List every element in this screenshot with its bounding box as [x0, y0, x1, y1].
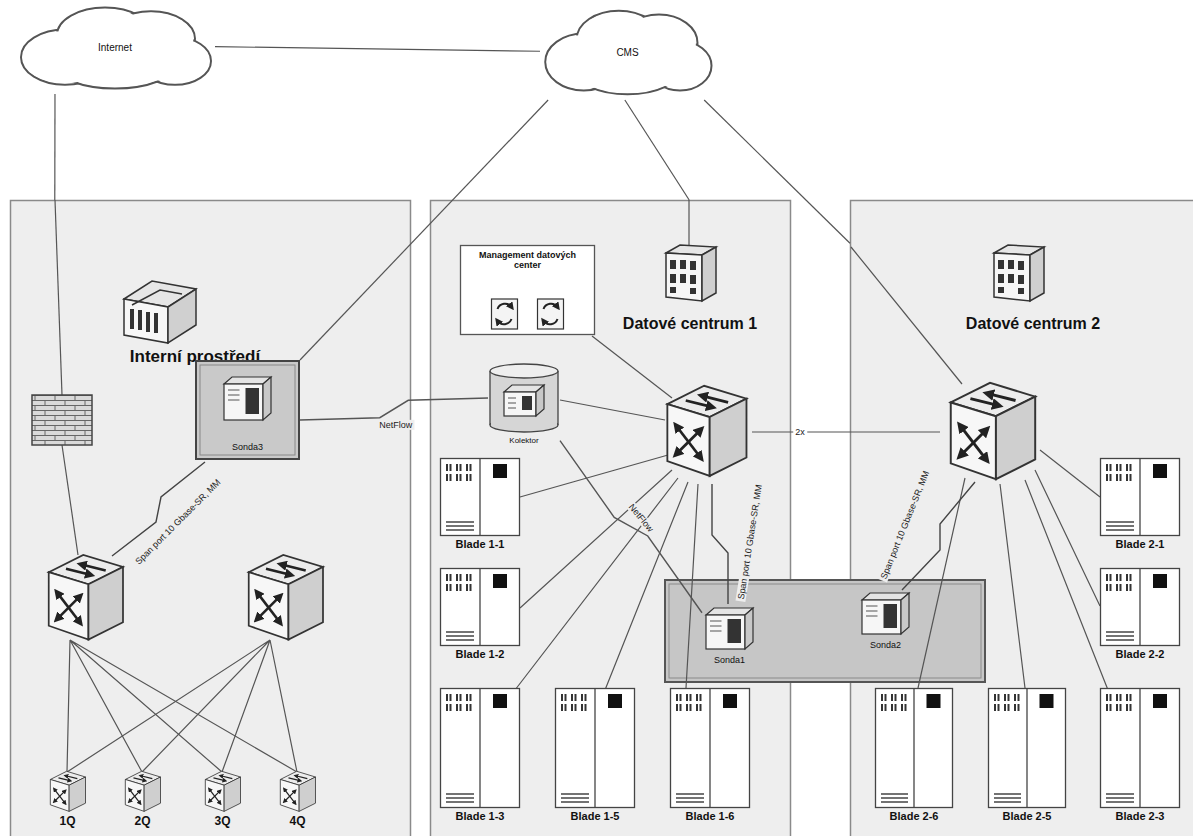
access-switch: 4Q — [270, 768, 325, 830]
node-label: Internet — [23, 42, 207, 54]
node-label: 2Q — [134, 815, 150, 829]
zone-panel: Datové centrum 1 Management datových cent… — [430, 200, 790, 836]
blade-server: Blade 1-3 — [440, 688, 520, 824]
node-label: Blade 1-2 — [456, 648, 505, 661]
blade-server: Blade 1-5 — [555, 688, 635, 824]
core-switch — [249, 555, 323, 640]
node-label: Blade 1-3 — [456, 810, 505, 823]
node-label: Sonda2 — [870, 640, 901, 650]
node-label: Blade 2-6 — [890, 810, 939, 823]
network-link — [560, 441, 702, 613]
blade-server: Blade 2-3 — [1100, 688, 1180, 824]
blade-server-outline — [988, 688, 1066, 808]
node-label: Datové centrum 1 — [623, 315, 757, 333]
node-label: Blade 1-5 — [571, 810, 620, 823]
network-link — [704, 100, 850, 243]
node-label: Blade 2-1 — [1116, 538, 1165, 551]
network-link — [215, 47, 540, 52]
access-switch-outline — [115, 768, 170, 813]
access-switch: 3Q — [195, 768, 250, 830]
network-link — [300, 100, 548, 360]
blade-server-outline — [440, 568, 520, 646]
node-label: Kolektor — [509, 436, 538, 445]
blade-server-outline — [875, 688, 953, 808]
blade-server: Blade 2-2 — [1100, 568, 1180, 662]
node-label: Blade 1-1 — [456, 538, 505, 551]
probe: Sonda2 — [858, 590, 913, 651]
blade-server: Blade 2-1 — [1100, 458, 1180, 552]
blade-server: Blade 2-5 — [988, 688, 1066, 824]
node-label: 1Q — [59, 815, 75, 829]
node-label: 3Q — [214, 815, 230, 829]
blade-server-outline — [1100, 458, 1180, 536]
blade-server: Blade 1-6 — [670, 688, 750, 824]
network-link — [300, 398, 488, 420]
node-label: Datové centrum 2 — [966, 315, 1100, 333]
blade-server-outline — [555, 688, 635, 808]
node-label: Blade 2-5 — [1003, 810, 1052, 823]
zone-panel: Interní prostředíSonda31Q2Q3Q4Q — [10, 200, 410, 836]
access-switch-outline — [270, 768, 325, 813]
datacenter-icon — [994, 245, 1044, 301]
blade-server: Blade 1-1 — [440, 458, 520, 552]
probe-box: Sonda3 — [195, 360, 300, 460]
span-port-label: Span port 10 Gbase-SR, MM — [736, 482, 765, 602]
probe-band — [665, 580, 985, 682]
access-switch-outline — [195, 768, 250, 813]
blade-server-outline — [440, 458, 520, 536]
link-label: NetFlow — [625, 501, 657, 536]
span-port-links — [112, 462, 975, 604]
blade-server-outline — [440, 688, 520, 808]
network-wires — [55, 200, 1108, 772]
building-icon — [124, 281, 196, 343]
blade-server: Blade 1-2 — [440, 568, 520, 662]
core-switch — [951, 383, 1035, 479]
core-switch — [667, 386, 746, 476]
node-label: Blade 1-6 — [686, 810, 735, 823]
node-label: 4Q — [289, 815, 305, 829]
firewall — [32, 395, 92, 445]
management-box: Management datových center — [460, 245, 595, 335]
access-switch: 2Q — [115, 768, 170, 830]
node-label: Sonda3 — [232, 442, 263, 452]
link-label: NetFlow — [377, 420, 414, 430]
cloud: Internet — [15, 2, 215, 94]
span-port-label: Span port 10 Gbase-SR, MM — [132, 476, 224, 568]
node-label: Blade 2-3 — [1116, 810, 1165, 823]
node-label: CMS — [548, 47, 707, 59]
zone-panels — [11, 201, 1193, 836]
node-label: Management datových center — [466, 250, 589, 271]
cloud: CMS — [540, 5, 715, 100]
collector-outline — [488, 362, 560, 434]
network-link — [625, 100, 689, 200]
access-switch-outline — [40, 768, 95, 813]
node-label: Blade 2-2 — [1116, 648, 1165, 661]
blade-server-outline — [1100, 568, 1180, 646]
link-count-label: 2x — [793, 427, 807, 437]
blade-server-outline — [1100, 688, 1180, 808]
access-switch: 1Q — [40, 768, 95, 830]
blade-server: Blade 2-6 — [875, 688, 953, 824]
probe-outline — [858, 590, 913, 638]
node-label: Sonda1 — [714, 655, 745, 665]
probe: Sonda1 — [702, 605, 757, 666]
blade-server-outline — [670, 688, 750, 808]
probe-outline — [702, 605, 757, 653]
span-port-label: Span port 10 Gbase-SR, MM — [878, 467, 933, 582]
core-switch — [49, 555, 123, 640]
datacenter-icon — [666, 245, 716, 301]
collector: Kolektor — [488, 362, 560, 446]
network-link — [54, 94, 55, 200]
